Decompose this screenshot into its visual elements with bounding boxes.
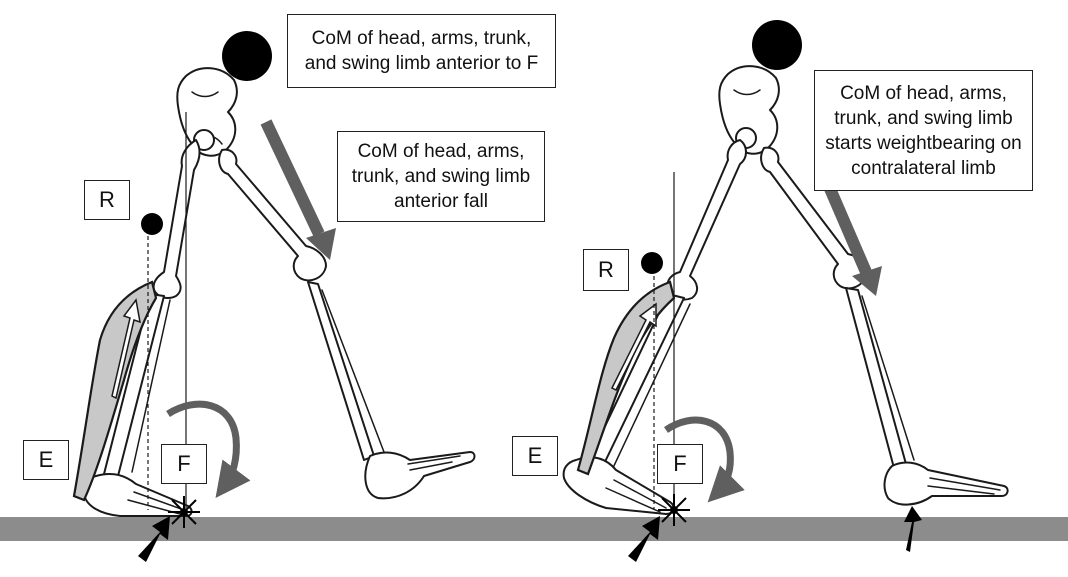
- left-swing-tibia: [307, 281, 375, 461]
- right-muscle-arrow: [610, 302, 657, 392]
- left-com-large: [222, 31, 272, 81]
- left-mass-small: [141, 213, 163, 235]
- right-callout-weightbearing: CoM of head, arms, trunk, and swing limb…: [814, 70, 1033, 191]
- right-swing-tibia: [845, 287, 907, 469]
- right-rotation-arrow: [664, 416, 745, 503]
- right-com-large: [752, 20, 802, 70]
- right-stance-femur: [666, 139, 747, 301]
- right-swing-femur: [760, 146, 868, 290]
- left-label-f: F: [161, 444, 207, 484]
- left-swing-foot: [364, 451, 476, 500]
- right-label-f: F: [657, 444, 703, 484]
- left-label-r: R: [84, 180, 130, 220]
- right-weight-arrow: [822, 181, 872, 275]
- left-fall-arrow: [260, 119, 325, 237]
- left-ground-arrow: [138, 516, 170, 562]
- left-callout-anterior-fall: CoM of head, arms, trunk, and swing limb…: [337, 131, 545, 222]
- right-label-e: E: [512, 436, 558, 476]
- left-swing-femur: [218, 148, 327, 282]
- left-muscle-arrow: [111, 298, 141, 400]
- ground-bar: [0, 517, 1068, 541]
- right-ground-arrow-stance: [628, 516, 660, 562]
- left-callout-com-anterior: CoM of head, arms, trunk, and swing limb…: [287, 14, 556, 88]
- right-panel: [562, 20, 1009, 562]
- right-mass-small: [641, 252, 663, 274]
- left-panel: [72, 31, 476, 562]
- left-rotation-arrow: [166, 400, 251, 499]
- right-stance-foot: [562, 456, 675, 515]
- left-label-e: E: [23, 440, 69, 480]
- right-swing-foot: [883, 461, 1009, 506]
- right-label-r: R: [583, 249, 629, 291]
- right-ground-arrow-heel: [904, 506, 922, 552]
